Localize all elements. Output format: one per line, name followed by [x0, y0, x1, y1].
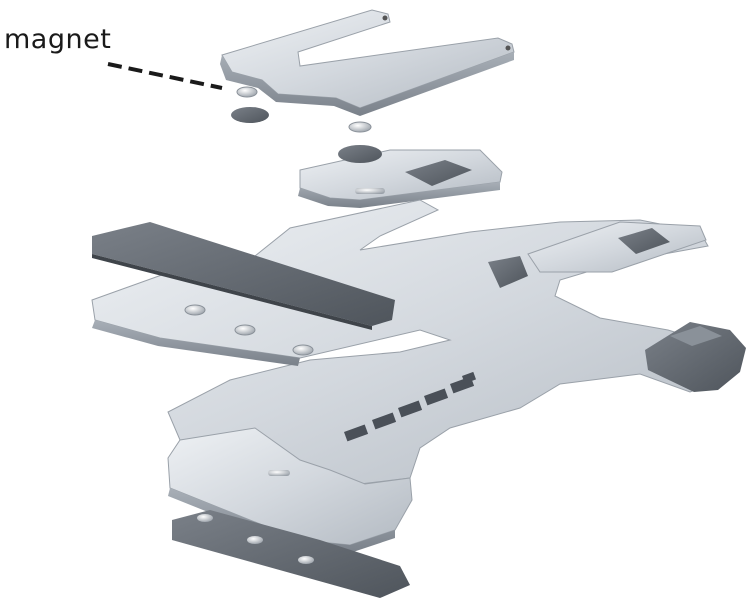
silicone-pad — [92, 222, 395, 330]
bottom-pad — [172, 510, 410, 598]
magnet-disc — [231, 107, 269, 123]
end-cap — [645, 322, 746, 392]
magnet-callout-line — [107, 62, 223, 90]
right-hinge — [488, 221, 707, 288]
hinge-piece — [298, 145, 503, 208]
magnet-pin — [348, 121, 372, 133]
magnet-pieces — [231, 86, 372, 133]
magnet-label: magnet — [4, 24, 112, 55]
top-u-frame — [220, 9, 515, 116]
magnet-pin — [236, 86, 258, 98]
